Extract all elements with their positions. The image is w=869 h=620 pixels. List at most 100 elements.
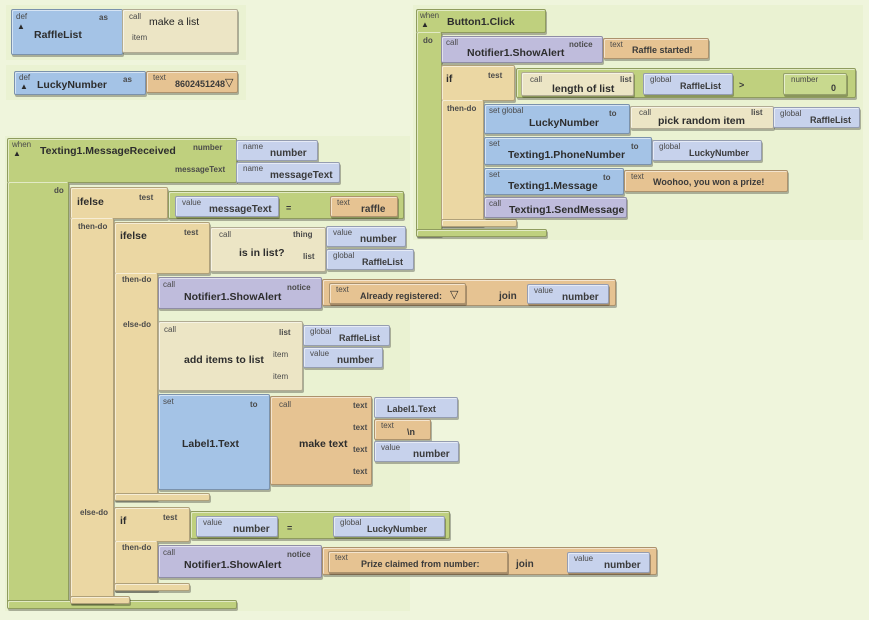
method-name: Notifier1.ShowAlert <box>184 559 282 571</box>
def-lucky-number-block[interactable]: def ▲ LuckyNumber as <box>14 71 146 95</box>
if-block-header[interactable]: if test <box>441 65 515 101</box>
to-label: to <box>609 109 617 118</box>
list-label: list <box>620 75 632 84</box>
value-label: value <box>534 286 554 295</box>
if-block-footer <box>441 219 517 227</box>
message-received-event-header[interactable]: when ▲ Texting1.MessageReceived number m… <box>7 138 237 183</box>
call-label: call <box>489 199 502 208</box>
value-number-block[interactable]: value number <box>196 516 278 537</box>
value-number-block[interactable]: value number <box>567 552 650 573</box>
event-name: Button1.Click <box>447 16 515 28</box>
number-block[interactable]: number 0 <box>783 73 847 95</box>
prize-claimed-alert-block[interactable]: call Notifier1.ShowAlert notice <box>158 545 322 578</box>
set-label: set <box>163 397 174 406</box>
func-name: length of list <box>552 83 615 95</box>
woohoo-text-block[interactable]: text Woohoo, you won a prize! <box>624 170 788 192</box>
button-click-event-footer <box>416 229 547 237</box>
collapse-icon[interactable]: ▲ <box>17 22 25 31</box>
operator[interactable]: = <box>286 203 292 213</box>
number-value[interactable]: 0 <box>831 83 837 93</box>
component-name: Label1.Text <box>387 404 436 414</box>
number-label: number <box>791 75 819 84</box>
do-label: do <box>423 36 433 45</box>
else-if-block-header[interactable]: if test <box>114 507 190 542</box>
add-items-to-list-block[interactable]: call add items to list list item item <box>158 321 303 391</box>
item-label: item <box>273 372 289 381</box>
global-label: global <box>650 75 672 84</box>
ifelse-block-header[interactable]: ifelse test <box>70 187 168 219</box>
text-value[interactable]: Already registered: <box>360 291 443 301</box>
global-raffle-list-block[interactable]: global RaffleList <box>773 107 860 128</box>
raffle-started-text-block[interactable]: text Raffle started! <box>603 38 709 59</box>
call-label: call <box>164 325 177 334</box>
param-message-text-block[interactable]: name messageText <box>236 162 340 183</box>
set-label: set <box>489 170 500 179</box>
global-name: RaffleList <box>680 81 722 91</box>
value-number-block[interactable]: value number <box>374 441 459 462</box>
value-number-block[interactable]: value number <box>527 284 609 304</box>
text-value[interactable]: raffle <box>361 204 386 215</box>
collapse-icon[interactable]: ▲ <box>20 82 28 91</box>
inner-ifelse-block-header[interactable]: ifelse test <box>114 222 210 274</box>
button-click-event-header[interactable]: when ▲ Button1.Click <box>416 9 546 33</box>
collapse-icon[interactable]: ▲ <box>421 20 429 29</box>
pick-random-item-block[interactable]: call pick random item list <box>630 106 774 129</box>
global-label: global <box>340 518 362 527</box>
text-value[interactable]: Prize claimed from number: <box>361 559 480 569</box>
set-phone-number-block[interactable]: set Texting1.PhoneNumber to <box>484 137 652 165</box>
raffle-text-block[interactable]: text raffle <box>330 196 398 217</box>
text-value[interactable]: Raffle started! <box>632 45 693 55</box>
call-label: call <box>129 12 142 21</box>
def-raffle-list-block[interactable]: def ▲ RaffleList as <box>11 9 123 55</box>
show-alert-block[interactable]: call Notifier1.ShowAlert notice <box>441 36 603 63</box>
call-label: call <box>163 548 176 557</box>
else-if-block-spine: then-do <box>114 541 158 591</box>
param-number-block[interactable]: name number <box>236 140 318 161</box>
make-text-block[interactable]: call make text text text text text <box>270 396 372 485</box>
global-raffle-list-block[interactable]: global RaffleList <box>643 73 733 95</box>
prize-claimed-text-block[interactable]: text Prize claimed from number: <box>328 551 508 573</box>
is-in-list-block[interactable]: call is in list? thing list <box>210 227 326 272</box>
text-value[interactable]: Woohoo, you won a prize! <box>653 177 765 187</box>
value-name: number <box>604 560 641 571</box>
value-number-block[interactable]: value number <box>326 226 406 247</box>
dropdown-icon[interactable]: ▽ <box>225 77 234 89</box>
global-lucky-number-block[interactable]: global LuckyNumber <box>333 516 445 537</box>
collapse-icon[interactable]: ▲ <box>13 149 21 158</box>
value-name: number <box>562 292 599 303</box>
text-value[interactable]: \n <box>407 427 415 437</box>
as-label: as <box>99 13 108 22</box>
value-name: number <box>413 449 450 460</box>
already-registered-text-block[interactable]: text Already registered: ▽ <box>329 283 466 304</box>
value-message-text-block[interactable]: value messageText <box>175 196 279 217</box>
method-name: Notifier1.ShowAlert <box>467 47 565 59</box>
text-value[interactable]: 8602451248 <box>175 79 226 89</box>
send-message-block[interactable]: call Texting1.SendMessage <box>484 197 627 218</box>
dropdown-icon[interactable]: ▽ <box>450 289 459 301</box>
operator[interactable]: = <box>287 523 293 533</box>
notice-label: notice <box>287 550 311 559</box>
test-label: test <box>139 193 154 202</box>
global-raffle-list-block[interactable]: global RaffleList <box>303 325 390 346</box>
newline-text-block[interactable]: text \n <box>374 419 431 440</box>
global-lucky-number-block[interactable]: global LuckyNumber <box>652 140 762 161</box>
join-label: join <box>516 559 534 570</box>
join-label: join <box>499 291 517 302</box>
set-message-block[interactable]: set Texting1.Message to <box>484 168 624 195</box>
set-label-text-block[interactable]: set Label1.Text to <box>158 394 270 490</box>
lucky-number-text-block[interactable]: text 8602451248 ▽ <box>146 71 238 93</box>
func-name: is in list? <box>239 247 285 259</box>
make-a-list-block[interactable]: call make a list item <box>122 9 238 53</box>
operator[interactable]: > <box>739 80 745 90</box>
value-number-block[interactable]: value number <box>303 347 383 368</box>
set-global-lucky-number-block[interactable]: set global LuckyNumber to <box>484 104 630 134</box>
set-label: set <box>489 139 500 148</box>
already-registered-alert-block[interactable]: call Notifier1.ShowAlert notice <box>158 277 322 309</box>
text-label: text <box>153 73 166 82</box>
label1-text-getter-block[interactable]: Label1.Text <box>374 397 458 418</box>
notice-label: notice <box>569 40 593 49</box>
text-socket-label: text <box>353 467 368 476</box>
length-of-list-block[interactable]: call length of list list <box>521 72 634 96</box>
to-label: to <box>250 400 258 409</box>
global-raffle-list-block[interactable]: global RaffleList <box>326 249 414 270</box>
